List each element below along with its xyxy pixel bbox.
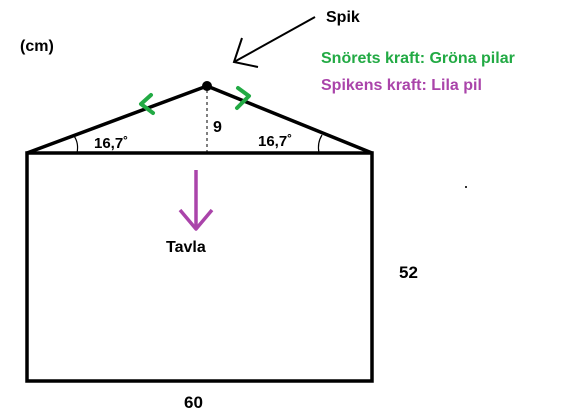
- angle-arc-right: [317, 134, 323, 154]
- painting-label: Tavla: [166, 239, 206, 256]
- legend-string-force: Snörets kraft: Gröna pilar: [321, 50, 515, 67]
- string-right: [206, 84, 373, 155]
- nail-dot-icon: [202, 81, 212, 91]
- legend-nail-force: Spikens kraft: Lila pil: [321, 77, 482, 94]
- stray-dot: [465, 186, 467, 188]
- green-arrowhead-right-icon: [235, 86, 251, 110]
- rect-height-label: 52: [399, 263, 418, 282]
- angle-arc-left: [73, 135, 79, 154]
- painting-rect: [25, 151, 374, 383]
- triangle-height-label: 9: [213, 119, 222, 136]
- green-arrowhead-left-icon: [139, 93, 155, 115]
- unit-label: (cm): [20, 38, 54, 55]
- pointer-arrow-line: [233, 16, 316, 63]
- angle-label-right: 16,7˚: [258, 133, 292, 150]
- purple-down-arrow-icon: [178, 208, 214, 231]
- rect-width-label: 60: [184, 393, 203, 412]
- nail-label: Spik: [326, 9, 360, 26]
- angle-label-left: 16,7˚: [94, 135, 128, 152]
- pointer-arrow-icon: [232, 37, 259, 68]
- string-left: [26, 84, 208, 155]
